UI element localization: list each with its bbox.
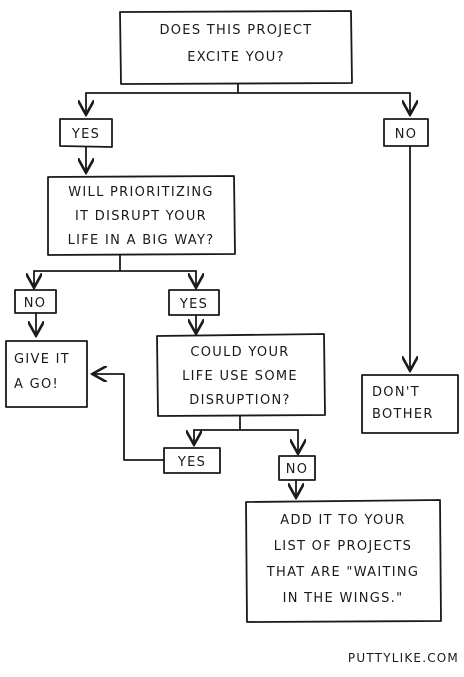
box-yes1: [59, 118, 113, 148]
box-q3: [156, 333, 326, 417]
answer-no-disrupt: NO: [24, 296, 47, 311]
box-q2: [47, 175, 236, 256]
connector-q2-branch: [33, 254, 197, 272]
outcome-give-it-a-go: GIVE IT A GO!: [14, 352, 70, 392]
label-line: NO: [286, 462, 309, 477]
box-q1: [119, 10, 353, 85]
box-yes2: [168, 289, 220, 316]
label-line: IN THE WINGS.": [283, 591, 404, 606]
label-line: YES: [71, 127, 100, 142]
label-line: LIST OF PROJECTS: [274, 539, 412, 554]
label-line: YES: [177, 455, 206, 470]
label-line: DOES THIS PROJECT: [159, 23, 312, 38]
box-give-it-a-go: [5, 340, 88, 408]
outcome-dont-bother: DON'T BOTHER: [372, 385, 434, 422]
label-line: BOTHER: [372, 407, 434, 422]
label-line: THAT ARE "WAITING: [266, 565, 419, 580]
boxes: [5, 10, 459, 623]
question-disrupt: WILL PRIORITIZING IT DISRUPT YOUR LIFE IN …: [68, 185, 215, 248]
arrow-yes3-to-give-it-a-go: [93, 374, 165, 461]
label-line: COULD YOUR: [190, 345, 289, 360]
label-line: WILL PRIORITIZING: [68, 185, 214, 200]
label-line: EXCITE YOU?: [187, 50, 285, 65]
label-line: YES: [179, 297, 208, 312]
label-line: DISRUPTION?: [189, 393, 290, 408]
label-line: IT DISRUPT YOUR: [75, 209, 207, 224]
label-line: LIFE IN A BIG WAY?: [68, 233, 215, 248]
label-line: A GO!: [14, 377, 59, 392]
labels: DOES THIS PROJECT EXCITE YOU? YES NO WILL…: [14, 23, 434, 606]
answer-no-use-disruption: NO: [286, 462, 309, 477]
site-credit: PUTTYLIKE.COM: [348, 651, 459, 665]
question-excite: DOES THIS PROJECT EXCITE YOU?: [159, 23, 312, 65]
connector-q3-branch: [193, 415, 299, 431]
answer-yes-disrupt: YES: [179, 297, 208, 312]
answer-no-excite: NO: [395, 127, 418, 142]
box-dont-bother: [361, 374, 459, 434]
box-yes3: [163, 447, 221, 474]
connector-q1-branch: [85, 83, 411, 94]
box-no2: [14, 289, 57, 314]
label-line: GIVE IT: [14, 352, 70, 367]
connectors: [33, 83, 411, 497]
answer-yes-excite: YES: [71, 127, 100, 142]
box-waiting-list: [245, 499, 442, 623]
outcome-waiting-in-the-wings: ADD IT TO YOUR LIST OF PROJECTS THAT ARE "…: [266, 513, 419, 606]
label-line: NO: [395, 127, 418, 142]
box-no1: [383, 118, 429, 147]
answer-yes-use-disruption: YES: [177, 455, 206, 470]
label-line: ADD IT TO YOUR: [280, 513, 405, 528]
label-line: LIFE USE SOME: [182, 369, 298, 384]
box-no3: [278, 455, 316, 481]
label-line: DON'T: [372, 385, 420, 400]
label-line: NO: [24, 296, 47, 311]
question-use-disruption: COULD YOUR LIFE USE SOME DISRUPTION?: [182, 345, 298, 408]
